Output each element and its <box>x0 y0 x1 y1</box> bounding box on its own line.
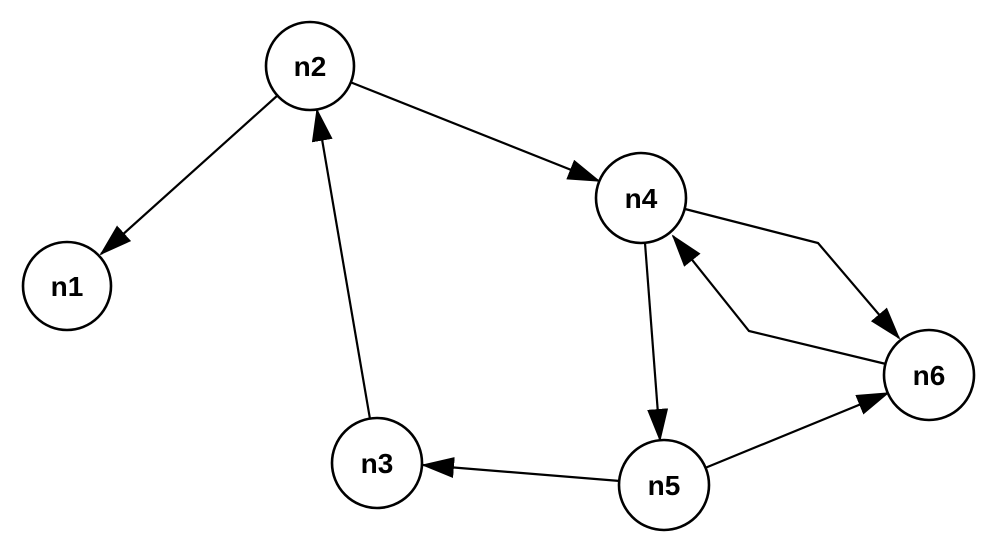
node-n6: n6 <box>882 328 976 422</box>
edge-n4-n5 <box>643 242 669 442</box>
node-label: n1 <box>51 271 84 302</box>
node-n5: n5 <box>617 438 711 532</box>
node-circle <box>330 416 424 510</box>
node-n3: n3 <box>330 416 424 510</box>
node-label: n5 <box>648 470 681 501</box>
node-circle <box>264 20 356 112</box>
edge-n2-n1 <box>99 94 279 256</box>
node-label: n6 <box>913 360 946 391</box>
node-label: n2 <box>294 51 327 82</box>
node-n1: n1 <box>21 240 113 332</box>
edge-n2-n4 <box>349 80 601 183</box>
node-circle <box>882 328 976 422</box>
edge-n5-n6 <box>704 391 890 470</box>
edge-n4-n6 <box>684 207 901 340</box>
edge-n6-n4 <box>671 234 887 366</box>
node-label: n3 <box>361 448 394 479</box>
node-circle <box>594 151 688 245</box>
node-n2: n2 <box>264 20 356 112</box>
node-label: n4 <box>625 183 658 214</box>
edge-n5-n3 <box>421 457 621 483</box>
edge-n3-n2 <box>311 108 372 420</box>
node-circle <box>21 240 113 332</box>
node-circle <box>617 438 711 532</box>
node-n4: n4 <box>594 151 688 245</box>
